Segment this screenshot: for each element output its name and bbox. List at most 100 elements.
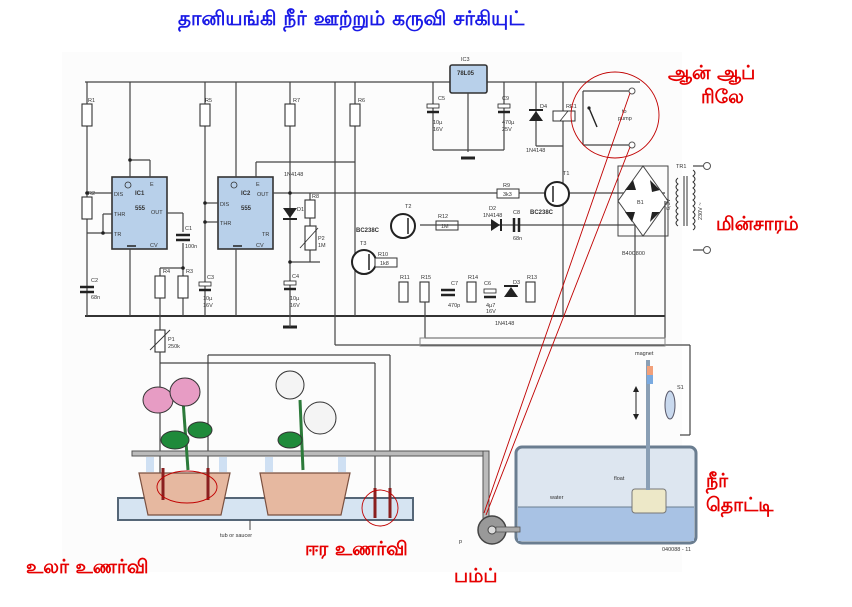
components-c1-text: C1 xyxy=(185,226,192,232)
components-ic1-pins-tr-text: TR xyxy=(114,232,121,238)
components-t1_type-text: BC238C xyxy=(530,210,554,216)
c2-value: 68n xyxy=(91,295,100,301)
moisture-sensor-highlight-circle xyxy=(361,489,399,527)
ic1-type: 555 xyxy=(135,206,146,212)
pump-link-line xyxy=(485,146,631,516)
ic2-chip xyxy=(217,176,274,250)
resistor-r11 xyxy=(398,281,409,303)
components-s1-text: S1 xyxy=(677,385,684,391)
components-c1_val-text: 100n xyxy=(185,244,197,250)
components-r13-text: R13 xyxy=(527,275,537,281)
components-ic2-pins-dis-text: DIS xyxy=(220,202,230,208)
components-d2-text: D2 xyxy=(489,206,496,212)
components-b1-text: B1 xyxy=(637,200,644,206)
components-ic2-ref-text: IC2 xyxy=(241,191,251,197)
components-d3_type-text: 1N4148 xyxy=(495,321,514,327)
components-p2_val-text: 1M xyxy=(318,243,326,249)
components-d1-text: D1 xyxy=(297,207,304,213)
components-r10_val-text: 1k8 xyxy=(380,261,389,267)
components-t2_type-text: BC238C xyxy=(356,228,380,234)
resistor-r3 xyxy=(177,275,189,299)
water-drip xyxy=(265,457,273,472)
components-c3-text: C3 xyxy=(207,275,214,281)
components-c5_val-1-text: 16V xyxy=(433,127,443,133)
ic1-chip xyxy=(111,176,168,250)
components-ic2-pins-cv-text: CV xyxy=(256,243,264,249)
flower-pot-1 xyxy=(138,472,231,516)
components-r3-text: R3 xyxy=(186,269,193,275)
components-ic2-pins-tr-text: TR xyxy=(262,232,269,238)
resistor-r1 xyxy=(81,103,93,127)
components-r15-text: R15 xyxy=(421,275,431,281)
components-ic1-pins-out-text: OUT xyxy=(151,210,163,216)
float-rod xyxy=(646,360,650,490)
tank-water xyxy=(518,507,694,541)
mains-label: மின்சாரம் xyxy=(716,213,799,235)
components-ic2-type-text: 555 xyxy=(241,206,252,212)
r2-label: R2 xyxy=(88,191,95,197)
components-d2_type-text: 1N4148 xyxy=(483,213,502,219)
power-section: IC3 78L05 C5 10µ 16V C9 470µ 25V D4 1N41… xyxy=(426,57,636,316)
pump-terminal-1 xyxy=(628,87,636,95)
components-d4_type-text: 1N4148 xyxy=(526,148,545,154)
components-ic2-pins-out-text: OUT xyxy=(257,192,269,198)
white-flower xyxy=(275,370,305,400)
components-ic3-type-text: 78L05 xyxy=(457,71,475,77)
components-tr1-text: TR1 xyxy=(676,164,686,170)
ic3-regulator xyxy=(449,64,488,94)
water-drip xyxy=(146,457,154,472)
resistor-r6 xyxy=(349,103,361,127)
tub-label: tub or saucer xyxy=(220,533,252,539)
components-p1_val-text: 250k xyxy=(168,344,180,350)
components-b1_type-text: B40C800 xyxy=(622,251,645,257)
r1-label: R1 xyxy=(88,98,95,104)
components-to_pump-0-text: to xyxy=(622,109,627,115)
float xyxy=(631,488,667,514)
components-r4-text: R4 xyxy=(163,269,170,275)
components-c7_val-text: 470p xyxy=(448,303,460,309)
d1-type: 1N4148 xyxy=(284,172,303,178)
ic1-section: R1 R2 C2 68n IC1 555 DIS THR TR OUT CV E xyxy=(80,82,214,345)
water-label: water xyxy=(549,495,564,501)
resistor-r8 xyxy=(304,199,316,219)
resistor-r9 xyxy=(496,188,520,199)
components-ic1-pins-e-text: E xyxy=(150,182,154,188)
components-c4_val-0-text: 10µ xyxy=(290,296,300,302)
components-ic3-ref-text: IC3 xyxy=(461,57,470,63)
components-d4-text: D4 xyxy=(540,104,547,110)
resistor-r5 xyxy=(199,103,211,127)
components-r12-text: R12 xyxy=(438,214,448,220)
water-drip xyxy=(219,457,227,472)
components-r12_val-text: 1M xyxy=(441,224,449,230)
components-ic1-pins-cv-text: CV xyxy=(150,243,158,249)
components-c9_val-1-text: 25V xyxy=(502,127,512,133)
components-r6-text: R6 xyxy=(358,98,365,104)
components-c8_val-text: 68n xyxy=(513,236,522,242)
plant-scene: tub or saucer xyxy=(117,370,490,539)
relay-label: ஆன் ஆப் ரிலே xyxy=(668,62,756,108)
dry-sensor-highlight-circle xyxy=(156,470,218,504)
components-r14-text: R14 xyxy=(468,275,478,281)
components-c5_val-0-text: 10µ xyxy=(433,120,443,126)
components-r8-text: R8 xyxy=(312,194,319,200)
pink-flower xyxy=(169,377,201,407)
pump-label: பம்ப் xyxy=(454,565,498,587)
components-c5-text: C5 xyxy=(438,96,445,102)
components-ic2-pins-e-text: E xyxy=(256,182,260,188)
pink-flower xyxy=(142,386,174,414)
float-label: float xyxy=(614,476,625,482)
components-c9-text: C9 xyxy=(502,96,509,102)
components-r11-text: R11 xyxy=(400,275,410,281)
components-c6-text: C6 xyxy=(484,281,491,287)
scene-pump_symbol-text: p xyxy=(459,539,462,545)
c2-label: C2 xyxy=(91,278,98,284)
potentiometer-p2 xyxy=(304,225,317,251)
components-c3_val-0-text: 10µ xyxy=(203,296,213,302)
resistor-r4 xyxy=(154,275,166,299)
ic1-ref: IC1 xyxy=(135,191,145,197)
dry-sensor-label: உலர் உணர்வி xyxy=(26,556,149,578)
tank-scene: magnet float water S1 p 040088 - 11 xyxy=(459,351,698,553)
reed-switch-s1 xyxy=(664,390,676,420)
components-r10-text: R10 xyxy=(378,252,388,258)
